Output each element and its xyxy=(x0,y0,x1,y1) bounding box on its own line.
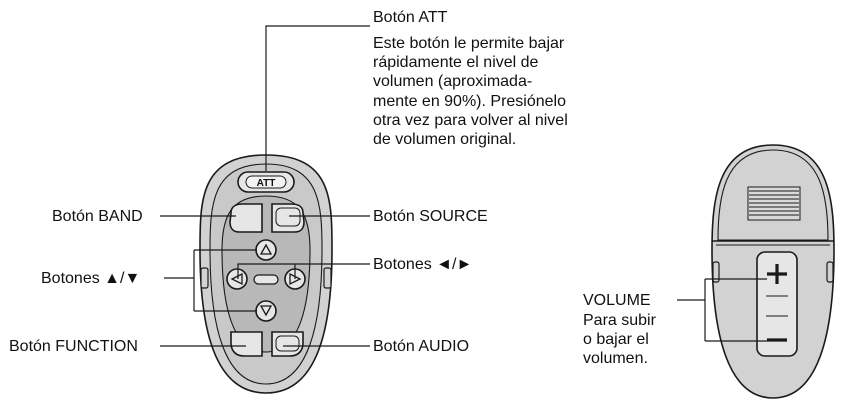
band-button-shape[interactable] xyxy=(229,203,263,233)
att-desc-line: de volumen original. xyxy=(373,131,517,149)
volume-desc-line: o bajar el xyxy=(583,331,649,349)
front-remote xyxy=(199,154,333,394)
att-desc-line: mente en 90%). Presiónelo xyxy=(373,92,566,110)
volume-rocker-shape[interactable] xyxy=(756,251,798,357)
up-button-shape[interactable] xyxy=(255,239,277,261)
front-remote-face xyxy=(221,195,311,353)
down-button-shape[interactable] xyxy=(255,300,277,322)
att-title: Botón ATT xyxy=(373,9,448,26)
leftright-label: Botones ◄/► xyxy=(373,256,473,273)
front-side-bump-right xyxy=(323,267,332,289)
band-label: Botón BAND xyxy=(52,208,143,225)
source-label: Botón SOURCE xyxy=(373,208,488,225)
att-description: Este botón le permite bajar rápidamente … xyxy=(373,34,568,149)
front-side-bump-left xyxy=(200,267,209,289)
volume-description: Para subir o bajar el volumen. xyxy=(583,311,656,369)
source-button-shape[interactable] xyxy=(271,203,305,233)
audio-button-shape[interactable] xyxy=(271,331,304,357)
function-button-shape[interactable] xyxy=(230,331,263,357)
center-bar xyxy=(253,274,279,285)
att-desc-line: rápidamente el nivel de xyxy=(373,54,539,72)
leftright-leader xyxy=(237,263,370,279)
grip-lines xyxy=(747,186,801,221)
att-desc-line: volumen (aproximada- xyxy=(373,73,533,91)
leader-lines xyxy=(160,25,767,347)
att-desc-line: Este botón le permite bajar xyxy=(373,35,565,52)
left-button-shape[interactable] xyxy=(226,268,248,290)
att-button-text: ATT xyxy=(257,178,276,189)
updown-label: Botones ▲/▼ xyxy=(41,270,141,287)
att-desc-line: otra vez para volver al nivel xyxy=(373,111,568,129)
plus-icon xyxy=(767,264,787,284)
volume-title: VOLUME xyxy=(583,292,651,309)
updown-leader xyxy=(164,249,257,312)
volume-desc-line: volumen. xyxy=(583,350,648,368)
function-label: Botón FUNCTION xyxy=(9,338,138,355)
volume-leader xyxy=(677,278,767,342)
att-button-inner xyxy=(245,175,287,189)
att-leader xyxy=(265,25,370,171)
volume-desc-line: Para subir xyxy=(583,312,656,329)
back-remote xyxy=(711,144,835,399)
audio-label: Botón AUDIO xyxy=(373,338,470,355)
